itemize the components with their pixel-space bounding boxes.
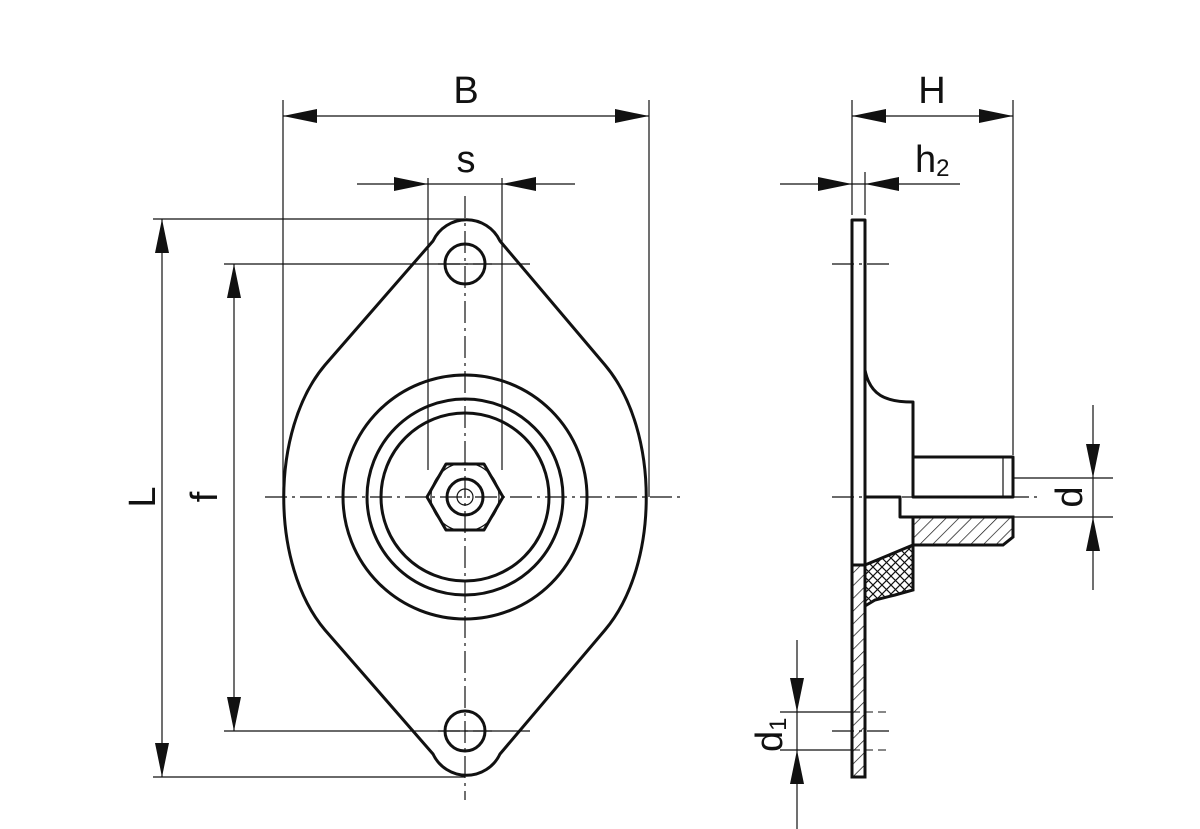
side-nut-section	[911, 515, 1015, 547]
dimension-label-s: s	[457, 139, 476, 181]
dimension-label-d1: d1	[749, 718, 792, 753]
dimension-label-f: f	[184, 491, 226, 502]
dimension-label-L: L	[122, 486, 164, 507]
side-flange-plate	[850, 218, 867, 567]
dimension-d1: d1	[749, 640, 852, 829]
dimension-label-h2: h2	[915, 139, 950, 182]
dimension-h2: h2	[780, 139, 960, 215]
dimension-label-B: B	[453, 70, 478, 112]
side-rubber-section	[863, 542, 915, 609]
dimension-label-H: H	[918, 70, 945, 112]
flange-outline	[282, 218, 648, 777]
side-stud	[911, 455, 1015, 499]
dimension-label-d: d	[1049, 486, 1091, 507]
side-flange-section	[850, 563, 867, 779]
dimension-L: L	[122, 218, 465, 778]
dimension-d: d	[1013, 405, 1113, 590]
side-hub-upper	[863, 369, 915, 457]
front-view	[265, 178, 680, 800]
side-view	[832, 218, 1040, 779]
dimension-B: B	[282, 70, 650, 497]
dimension-f: f	[184, 263, 530, 732]
dimension-H: H	[851, 70, 1014, 455]
dimension-s: s	[357, 139, 575, 191]
